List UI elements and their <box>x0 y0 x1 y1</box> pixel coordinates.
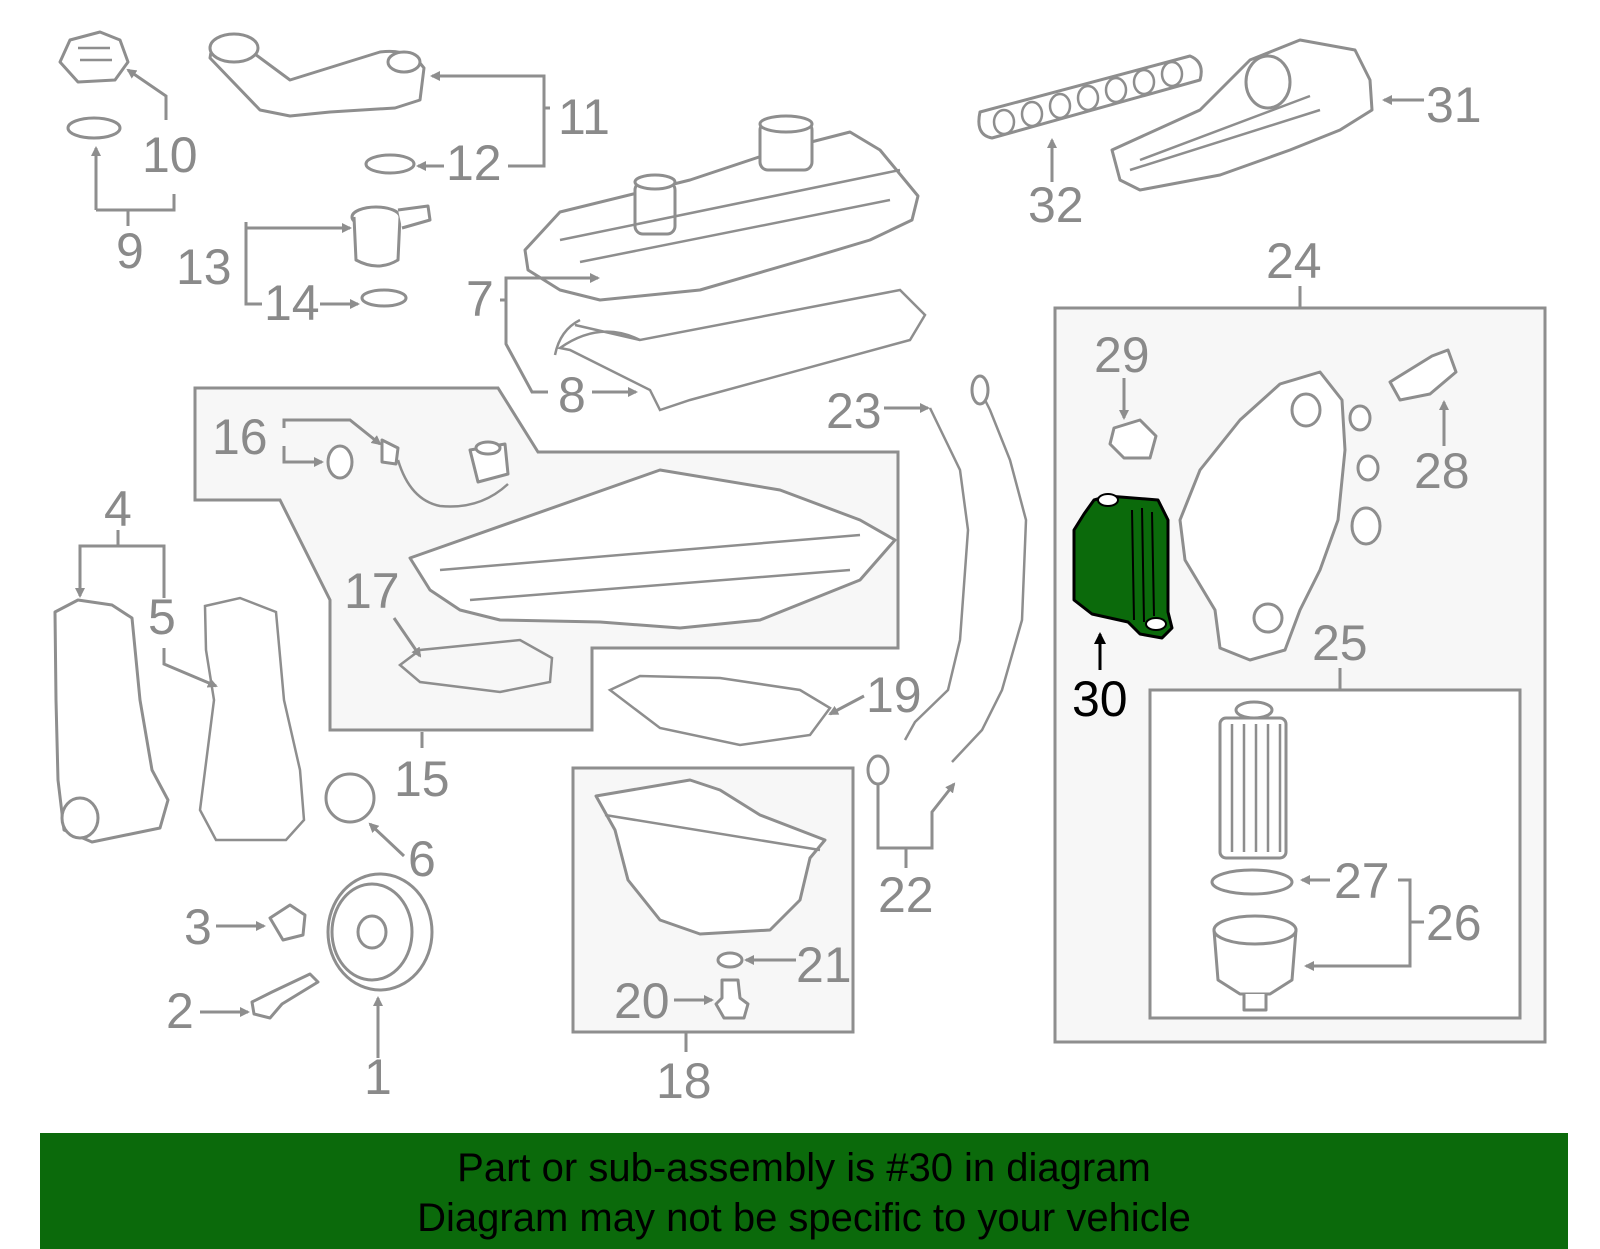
callout-7: 7 <box>466 271 494 327</box>
dipstick-tube <box>903 407 970 741</box>
oil-cooler[interactable] <box>1072 493 1174 640</box>
bolt-3 <box>268 903 307 942</box>
callout-5: 5 <box>148 589 176 645</box>
o-ring-a <box>1348 404 1372 432</box>
callout-20: 20 <box>614 973 670 1029</box>
banner-line-2: Diagram may not be specific to your vehi… <box>417 1196 1191 1240</box>
callout-16: 16 <box>212 409 268 465</box>
callout-30[interactable]: 30 <box>1072 671 1128 727</box>
callout-32: 32 <box>1028 177 1084 233</box>
callout-29: 29 <box>1094 327 1150 383</box>
coolant-fitting <box>1388 348 1458 402</box>
bolt-2 <box>250 972 320 1020</box>
oil-level-sensor <box>326 438 510 508</box>
oil-filter-element <box>1218 700 1288 860</box>
oil-pan-gasket-17 <box>397 638 554 694</box>
callout-11: 11 <box>558 89 610 145</box>
valve-cover <box>523 114 920 302</box>
oil-pressure-sensor <box>1108 418 1158 460</box>
valve-cover-gasket <box>553 288 927 412</box>
callout-1: 1 <box>364 1049 392 1105</box>
callout-10: 10 <box>142 127 198 183</box>
callout-31: 31 <box>1426 77 1482 133</box>
seal-ring-12 <box>364 153 416 175</box>
oil-filter-cap <box>1212 914 1298 1012</box>
callout-22: 22 <box>878 867 934 923</box>
timing-cover-seal-opening <box>60 796 100 840</box>
seal-ring-14 <box>360 288 408 308</box>
dipstick <box>951 385 1028 763</box>
intake-manifold-gasket <box>977 54 1203 140</box>
callout-18: 18 <box>656 1053 712 1109</box>
callout-21: 21 <box>796 937 852 993</box>
callout-4: 4 <box>104 481 132 537</box>
callout-17: 17 <box>344 563 400 619</box>
callout-24: 24 <box>1266 233 1322 289</box>
callout-9: 9 <box>116 223 144 279</box>
callout-8: 8 <box>558 367 586 423</box>
callout-26: 26 <box>1426 895 1482 951</box>
oil-fill-adapter <box>350 204 432 268</box>
callout-28: 28 <box>1414 443 1470 499</box>
callout-14: 14 <box>264 275 320 331</box>
callout-19: 19 <box>866 667 922 723</box>
upper-oil-pan <box>408 468 897 630</box>
oil-filter-housing <box>1178 370 1347 662</box>
group-box-25 <box>1148 688 1522 1020</box>
oil-filler-cap <box>58 30 130 140</box>
callout-6: 6 <box>408 831 436 887</box>
callout-13: 13 <box>176 239 232 295</box>
callout-15: 15 <box>394 751 450 807</box>
callout-labels: 1 2 3 4 5 6 7 8 9 10 11 12 13 14 15 16 1… <box>104 77 1482 1109</box>
dipstick-handle <box>970 374 990 406</box>
dipstick-seal <box>866 754 890 786</box>
oil-filler-tube <box>208 32 426 118</box>
callout-2: 2 <box>166 983 194 1039</box>
callout-3: 3 <box>184 899 212 955</box>
crankshaft-seal <box>324 772 376 824</box>
crankshaft-pulley <box>326 872 434 992</box>
callout-12: 12 <box>446 135 502 191</box>
oil-pan-gasket-19 <box>607 674 832 747</box>
drain-plug-washer <box>716 951 744 969</box>
callout-27: 27 <box>1334 853 1390 909</box>
timing-cover <box>53 598 170 844</box>
intake-manifold <box>1110 38 1374 192</box>
filter-cap-o-ring <box>1210 868 1294 896</box>
callout-23: 23 <box>826 383 882 439</box>
banner-line-1: Part or sub-assembly is #30 in diagram <box>457 1146 1151 1190</box>
o-ring-c <box>1350 506 1382 546</box>
o-ring-b <box>1356 454 1380 482</box>
drain-plug <box>714 978 750 1020</box>
timing-cover-gasket <box>198 596 306 842</box>
leader-lines <box>75 68 1449 1058</box>
callout-25: 25 <box>1312 615 1368 671</box>
lower-oil-pan <box>594 778 827 936</box>
info-banner: Part or sub-assembly is #30 in diagram D… <box>40 1133 1568 1249</box>
